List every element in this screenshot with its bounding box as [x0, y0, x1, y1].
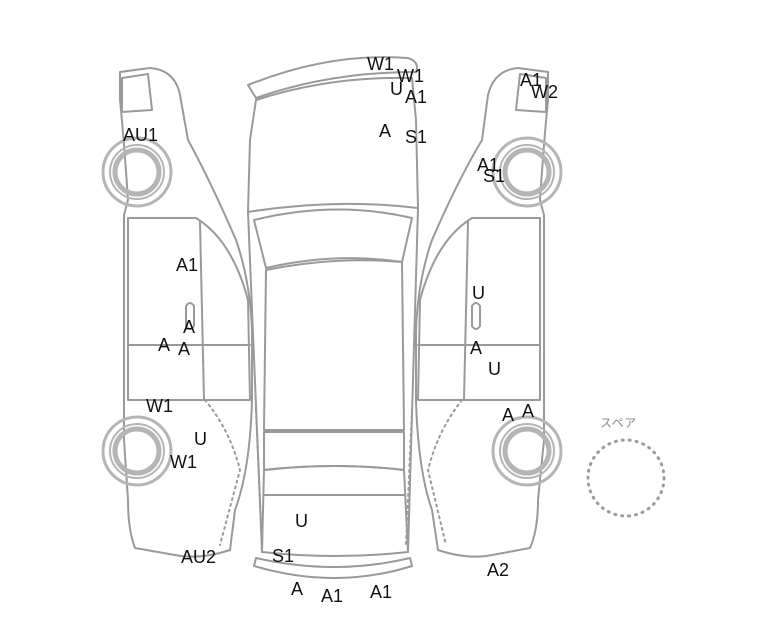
top-view-front-bumper: [247, 56, 418, 99]
damage-marker: W2: [531, 82, 558, 102]
left-lower-dotted-panel: [204, 399, 241, 546]
left-pillar-line: [199, 221, 205, 401]
left-door-handle: [185, 302, 195, 330]
right-front-wheel: [491, 136, 563, 208]
right-side-view: [405, 67, 549, 558]
damage-marker: A: [183, 317, 196, 337]
damage-marker: A1: [405, 87, 428, 107]
right-lower-dotted-panel: [427, 399, 463, 546]
right-door-outline: [417, 217, 541, 401]
top-view: [247, 56, 419, 579]
damage-marker: A1: [321, 586, 344, 606]
damage-marker: A2: [487, 560, 510, 580]
top-view-left-edge: [247, 211, 263, 553]
damage-marker: A: [291, 579, 304, 599]
damage-marker: S1: [405, 127, 428, 147]
damage-marker: A: [522, 401, 535, 421]
top-view-rear-bumper: [253, 557, 413, 579]
right-pillar-line: [463, 221, 469, 401]
top-view-roof: [263, 259, 405, 431]
right-side-mirror-panel: [515, 73, 547, 113]
top-view-right-edge: [407, 207, 419, 553]
left-side-mirror-panel: [121, 73, 153, 113]
damage-marker: A: [470, 338, 483, 358]
damage-marker: W1: [170, 452, 197, 472]
right-rear-dotted-panel: [405, 409, 413, 546]
left-front-wheel: [101, 136, 173, 208]
top-view-trunk: [261, 465, 409, 557]
left-rear-wheel: [101, 415, 173, 487]
damage-marker: A1: [370, 582, 393, 602]
damage-marker: S1: [272, 546, 295, 566]
damage-marker: U: [488, 359, 501, 379]
right-side-body-outline: [415, 67, 549, 558]
damage-marker: A: [502, 405, 515, 425]
damage-marker: A1: [520, 70, 543, 90]
damage-marker: A: [178, 339, 191, 359]
damage-marker: U: [390, 79, 403, 99]
damage-marker: A: [158, 335, 171, 355]
top-view-rear-window: [263, 431, 405, 471]
damage-marker: A: [379, 121, 392, 141]
damage-marker: W1: [367, 54, 394, 74]
damage-marker: S1: [483, 166, 506, 186]
damage-marker: AU1: [123, 125, 159, 145]
damage-marker: U: [295, 511, 308, 531]
left-door-outline: [127, 217, 251, 401]
damage-marker: AU2: [181, 547, 217, 567]
left-side-body-outline: [119, 67, 253, 558]
right-door-handle: [471, 302, 481, 330]
damage-marker: U: [194, 429, 207, 449]
damage-marker: W1: [397, 66, 424, 86]
damage-marker: A1: [176, 255, 199, 275]
damage-marker: W1: [146, 396, 173, 416]
spare-tire-label: スペア: [600, 416, 637, 430]
top-view-windshield: [253, 208, 413, 269]
right-rear-wheel: [491, 415, 563, 487]
spare-tire-dotted-circle: [586, 438, 666, 518]
damage-marker: U: [472, 283, 485, 303]
damage-marker: A1: [477, 155, 500, 175]
left-side-view: [119, 67, 263, 558]
